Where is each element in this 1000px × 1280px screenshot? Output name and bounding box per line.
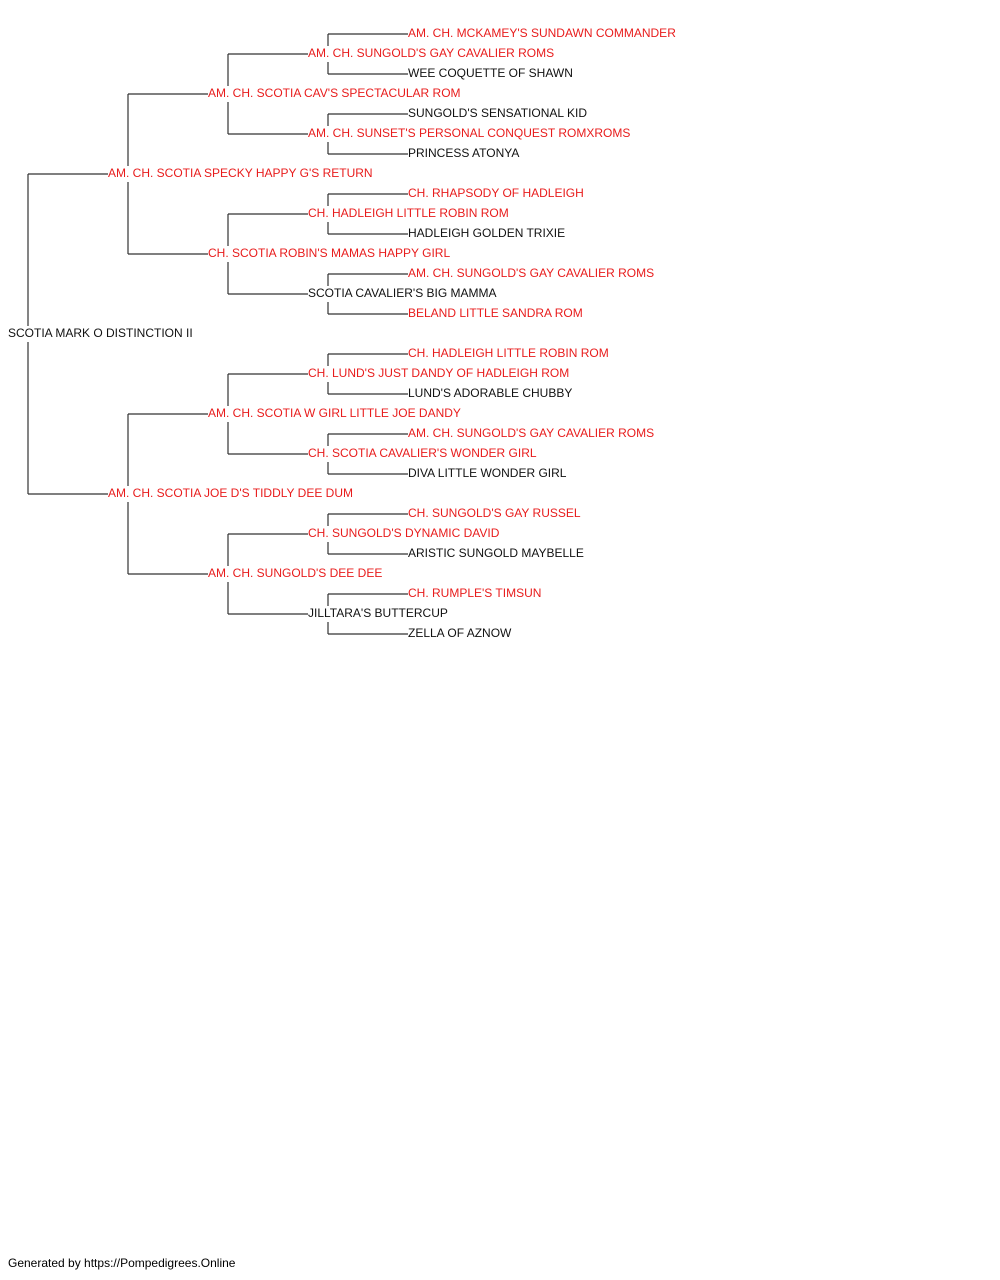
- gen4-sire-name[interactable]: CH. SUNGOLD'S GAY RUSSEL: [408, 506, 581, 520]
- gen3-sire-name[interactable]: AM. CH. SUNGOLD'S GAY CAVALIER ROMS: [308, 46, 554, 60]
- gen4-sire-name[interactable]: CH. RHAPSODY OF HADLEIGH: [408, 186, 584, 200]
- gen4-sire-name[interactable]: AM. CH. SUNGOLD'S GAY CAVALIER ROMS: [408, 426, 654, 440]
- gen4-sire-name[interactable]: AM. CH. SUNGOLD'S GAY CAVALIER ROMS: [408, 266, 654, 280]
- gen2-sire-name[interactable]: AM. CH. SCOTIA CAV'S SPECTACULAR ROM: [208, 86, 461, 100]
- gen4-dam-name[interactable]: ARISTIC SUNGOLD MAYBELLE: [408, 546, 584, 560]
- gen3-dam-name[interactable]: CH. SCOTIA CAVALIER'S WONDER GIRL: [308, 446, 537, 460]
- gen3-dam-name[interactable]: AM. CH. SUNSET'S PERSONAL CONQUEST ROMXR…: [308, 126, 630, 140]
- gen2-sire-name[interactable]: AM. CH. SCOTIA W GIRL LITTLE JOE DANDY: [208, 406, 461, 420]
- gen4-dam-name[interactable]: WEE COQUETTE OF SHAWN: [408, 66, 573, 80]
- gen4-dam-name[interactable]: DIVA LITTLE WONDER GIRL: [408, 466, 567, 480]
- gen2-dam-name[interactable]: CH. SCOTIA ROBIN'S MAMAS HAPPY GIRL: [208, 246, 450, 260]
- gen4-dam-name[interactable]: ZELLA OF AZNOW: [408, 626, 512, 640]
- gen3-sire-name[interactable]: CH. HADLEIGH LITTLE ROBIN ROM: [308, 206, 509, 220]
- gen3-dam-name[interactable]: SCOTIA CAVALIER'S BIG MAMMA: [308, 286, 497, 300]
- gen4-sire-name[interactable]: CH. RUMPLE'S TIMSUN: [408, 586, 541, 600]
- generated-by-footer: Generated by https://Pompedigrees.Online: [8, 1256, 236, 1270]
- gen4-dam-name[interactable]: PRINCESS ATONYA: [408, 146, 519, 160]
- subject-dog-name[interactable]: SCOTIA MARK O DISTINCTION II: [8, 326, 193, 340]
- gen1-dam-name[interactable]: AM. CH. SCOTIA JOE D'S TIDDLY DEE DUM: [108, 486, 353, 500]
- gen3-sire-name[interactable]: CH. LUND'S JUST DANDY OF HADLEIGH ROM: [308, 366, 569, 380]
- gen3-dam-name[interactable]: JILLTARA'S BUTTERCUP: [308, 606, 448, 620]
- gen4-sire-name[interactable]: SUNGOLD'S SENSATIONAL KID: [408, 106, 587, 120]
- gen4-sire-name[interactable]: AM. CH. MCKAMEY'S SUNDAWN COMMANDER: [408, 26, 676, 40]
- gen4-dam-name[interactable]: BELAND LITTLE SANDRA ROM: [408, 306, 583, 320]
- gen2-dam-name[interactable]: AM. CH. SUNGOLD'S DEE DEE: [208, 566, 382, 580]
- gen4-dam-name[interactable]: HADLEIGH GOLDEN TRIXIE: [408, 226, 565, 240]
- gen4-sire-name[interactable]: CH. HADLEIGH LITTLE ROBIN ROM: [408, 346, 609, 360]
- gen3-sire-name[interactable]: CH. SUNGOLD'S DYNAMIC DAVID: [308, 526, 500, 540]
- gen4-dam-name[interactable]: LUND'S ADORABLE CHUBBY: [408, 386, 572, 400]
- gen1-sire-name[interactable]: AM. CH. SCOTIA SPECKY HAPPY G'S RETURN: [108, 166, 373, 180]
